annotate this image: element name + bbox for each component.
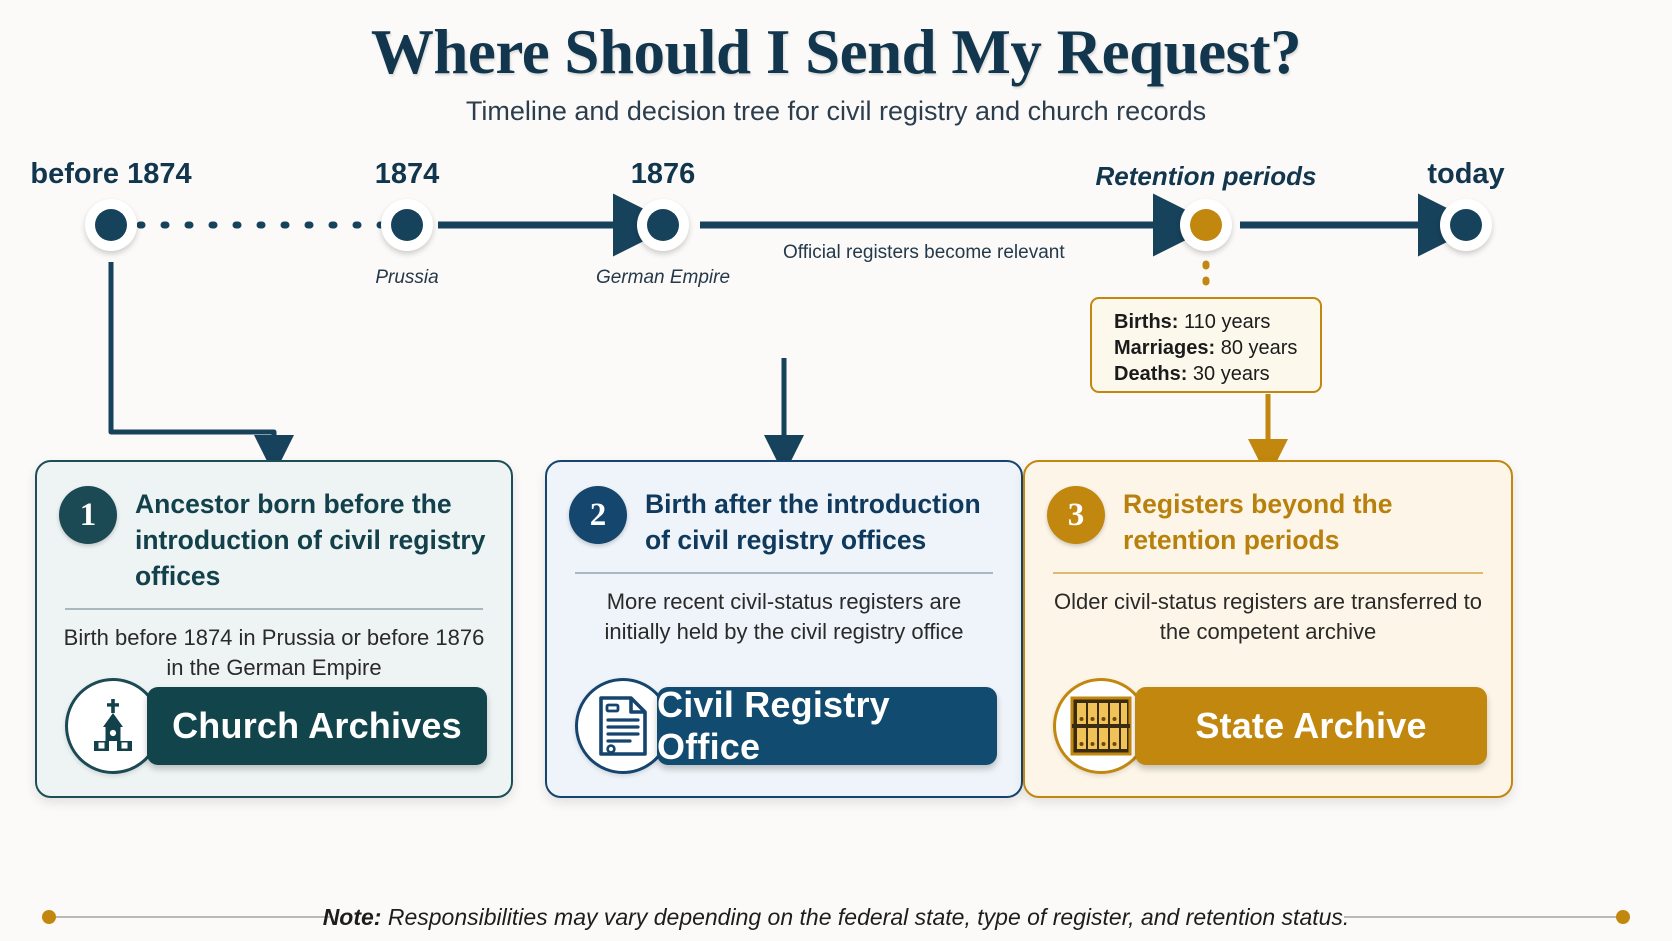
- footer-rule-left: [56, 916, 330, 918]
- footer-rule-right: [1344, 916, 1618, 918]
- church-icon-glyph: [94, 699, 132, 751]
- timeline-node-1876[interactable]: [637, 199, 689, 251]
- card-header: 1 Ancestor born before the introduction …: [37, 462, 511, 594]
- document-icon: [575, 678, 671, 774]
- retention-label-marriages: Marriages:: [1114, 337, 1216, 359]
- church-icon: [65, 678, 161, 774]
- card-number-badge: 2: [569, 486, 627, 544]
- timeline-axis-graphics: [136, 193, 1481, 257]
- timeline-label-retention: Retention periods: [1095, 161, 1317, 191]
- timeline-sublabel-1874: Prussia: [375, 267, 439, 288]
- card-header: 2 Birth after the introduction of civil …: [547, 462, 1021, 558]
- decision-card-civil-registry-office[interactable]: 2 Birth after the introduction of civil …: [545, 460, 1023, 798]
- retention-label-deaths: Deaths:: [1114, 363, 1188, 385]
- state-archive-button[interactable]: State Archive: [1135, 687, 1487, 765]
- retention-row: Births: 110 years: [1114, 309, 1320, 335]
- retention-periods-callout: Births: 110 years Marriages: 80 years De…: [1090, 297, 1322, 393]
- node-dot: [1450, 209, 1482, 241]
- card-number-badge: 1: [59, 486, 117, 544]
- retention-label-births: Births:: [1114, 311, 1179, 333]
- footer-dot-right: [1616, 910, 1630, 924]
- timeline-label-1876: 1876: [630, 158, 696, 190]
- document-icon-glyph: [599, 696, 647, 756]
- card-number-badge: 3: [1047, 486, 1105, 544]
- timeline-sublabel-1876: German Empire: [595, 267, 731, 288]
- card-body-text: Birth before 1874 in Prussia or before 1…: [63, 625, 485, 680]
- card-title: Birth after the introduction of civil re…: [645, 489, 981, 555]
- church-archives-button[interactable]: Church Archives: [147, 687, 487, 765]
- card-divider: [65, 608, 483, 610]
- card-divider: [1053, 572, 1483, 574]
- footer-dot-left: [42, 910, 56, 924]
- retention-row: Marriages: 80 years: [1114, 335, 1320, 361]
- card-footer: Civil Registry Office: [547, 678, 1021, 774]
- footer-note-label: Note:: [322, 904, 382, 930]
- retention-value-deaths: 30 years: [1192, 363, 1270, 385]
- card-divider: [575, 572, 993, 574]
- node-dot: [391, 209, 423, 241]
- retention-value-births: 110 years: [1184, 311, 1271, 333]
- archive-shelf-icon-glyph: [1070, 696, 1132, 756]
- page-title: Where Should I Send My Request?: [370, 17, 1302, 87]
- decision-card-state-archive[interactable]: 3 Registers beyond the retention periods…: [1023, 460, 1513, 798]
- node-dot: [1190, 209, 1222, 241]
- retention-row: Deaths: 30 years: [1114, 361, 1320, 387]
- footer-note: Note: Responsibilities may vary dependin…: [0, 894, 1672, 940]
- card-header: 3 Registers beyond the retention periods: [1025, 462, 1511, 558]
- timeline-label-1874: 1874: [374, 158, 440, 190]
- civil-registry-office-button[interactable]: Civil Registry Office: [657, 684, 997, 767]
- node-dot: [647, 209, 679, 241]
- timeline-caption: Official registers become relevant: [783, 242, 1065, 263]
- timeline-node-retention[interactable]: [1180, 199, 1232, 251]
- node-dot: [95, 209, 127, 241]
- timeline-label-today: today: [1427, 158, 1505, 190]
- decision-card-church-archives[interactable]: 1 Ancestor born before the introduction …: [35, 460, 513, 798]
- timeline: before 1874 1874 1876 Retention periods …: [0, 150, 1672, 310]
- timeline-label-before-1874: before 1874: [30, 158, 192, 190]
- card-body-text: More recent civil-status registers are i…: [604, 589, 964, 644]
- timeline-node-1874[interactable]: [381, 199, 433, 251]
- timeline-node-today[interactable]: [1440, 199, 1492, 251]
- retention-value-marriages: 80 years: [1220, 337, 1298, 359]
- card-footer: State Archive: [1025, 678, 1511, 774]
- archive-shelf-icon: [1053, 678, 1149, 774]
- footer-note-body: Responsibilities may vary depending on t…: [387, 904, 1350, 930]
- card-body-text: Older civil-status registers are transfe…: [1054, 589, 1482, 644]
- card-footer: Church Archives: [37, 678, 511, 774]
- card-title: Registers beyond the retention periods: [1123, 489, 1393, 555]
- page-subtitle: Timeline and decision tree for civil reg…: [465, 96, 1207, 126]
- timeline-node-before-1874[interactable]: [85, 199, 137, 251]
- card-title: Ancestor born before the introduction of…: [135, 489, 486, 591]
- footer-text: Note: Responsibilities may vary dependin…: [0, 894, 1672, 940]
